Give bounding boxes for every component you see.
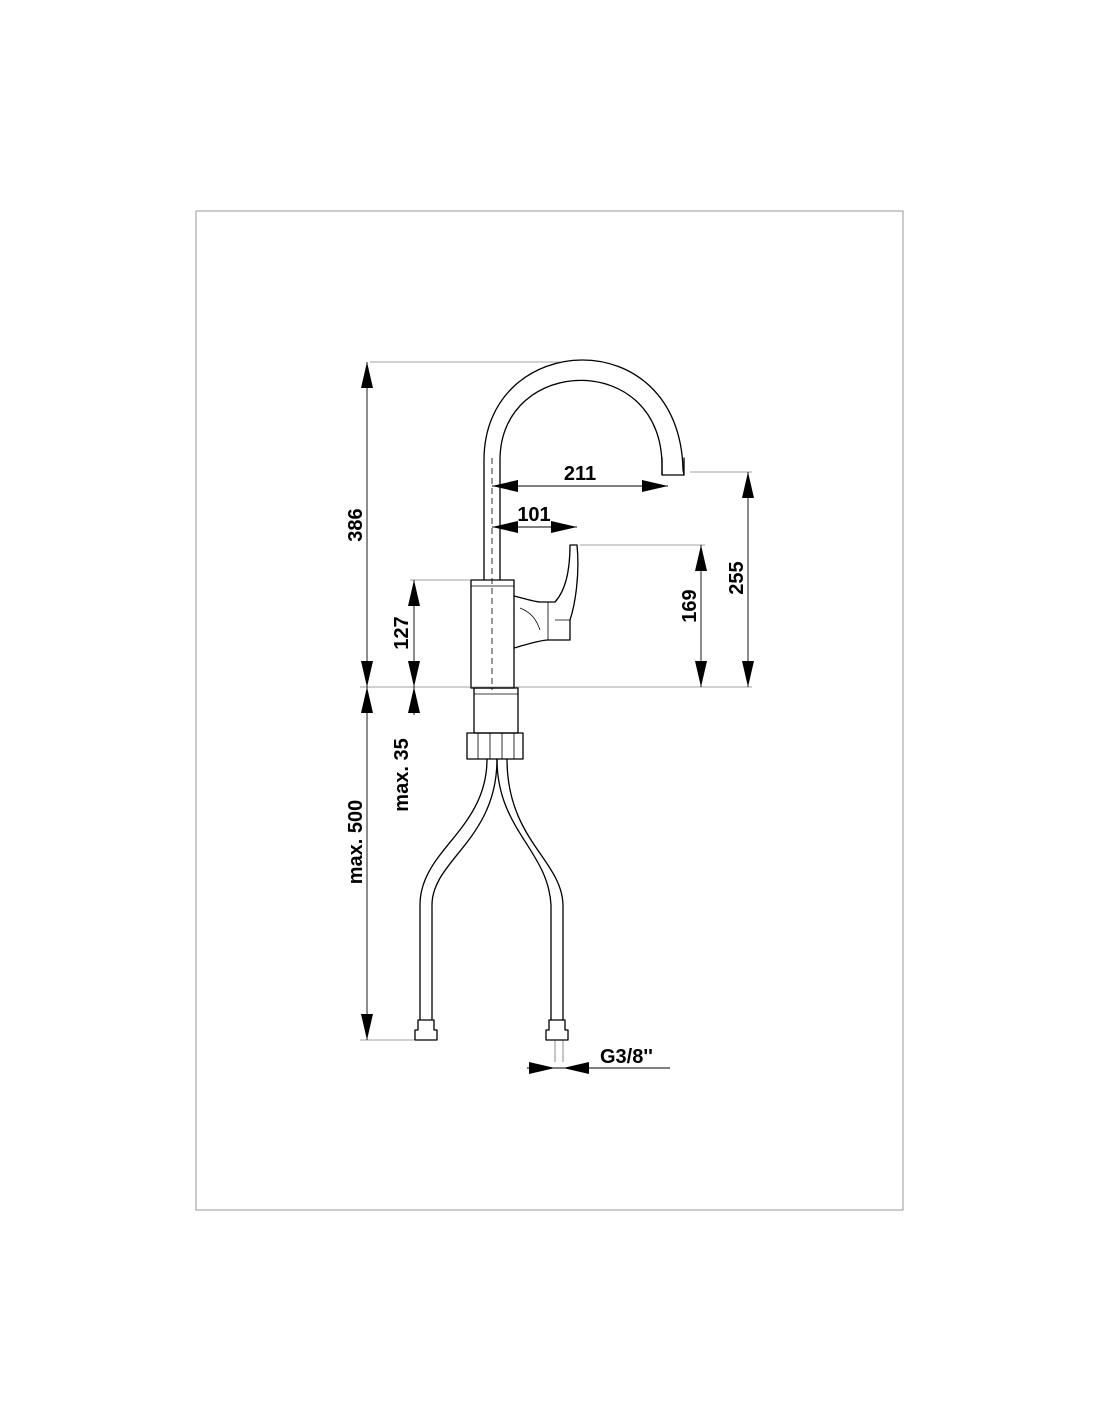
- label-outlet-height: 255: [726, 561, 748, 594]
- spout-tip: [661, 457, 685, 476]
- mounting-nut: [466, 732, 524, 760]
- drawing-frame: [195, 210, 904, 1211]
- label-height-total: 386: [345, 508, 367, 541]
- hose-left-inner: [431, 758, 498, 1021]
- label-body-height: 127: [391, 616, 413, 649]
- label-lever-height: 169: [679, 589, 701, 622]
- label-max-mount-thickness: max. 35: [391, 738, 413, 811]
- faucet-body: [470, 579, 515, 689]
- spout-inner: [499, 379, 663, 581]
- label-thread-size: G3/8'': [600, 1046, 653, 1068]
- lever-handle: [513, 544, 579, 649]
- label-spout-reach: 211: [564, 463, 596, 485]
- label-max-hose-length: max. 500: [345, 800, 367, 885]
- fitting-right: [545, 1019, 569, 1041]
- dimension-lines: [366, 362, 749, 1069]
- label-lever-offset: 101: [517, 504, 550, 526]
- dimension-labels: 386 211 101 127 169 255 max. 35 max. 500…: [345, 463, 748, 1068]
- faucet-outline: [414, 359, 685, 1041]
- nut-ribs: [477, 733, 515, 759]
- mounting-shank: [473, 687, 519, 734]
- extension-lines: [360, 361, 752, 1062]
- hose-right-inner: [506, 758, 564, 1021]
- arrowheads: [361, 362, 754, 1074]
- hose-left: [419, 758, 488, 1021]
- fitting-left: [414, 1019, 438, 1041]
- spout-outer: [483, 359, 685, 581]
- lever-detail: [519, 602, 570, 640]
- hose-right: [496, 758, 552, 1021]
